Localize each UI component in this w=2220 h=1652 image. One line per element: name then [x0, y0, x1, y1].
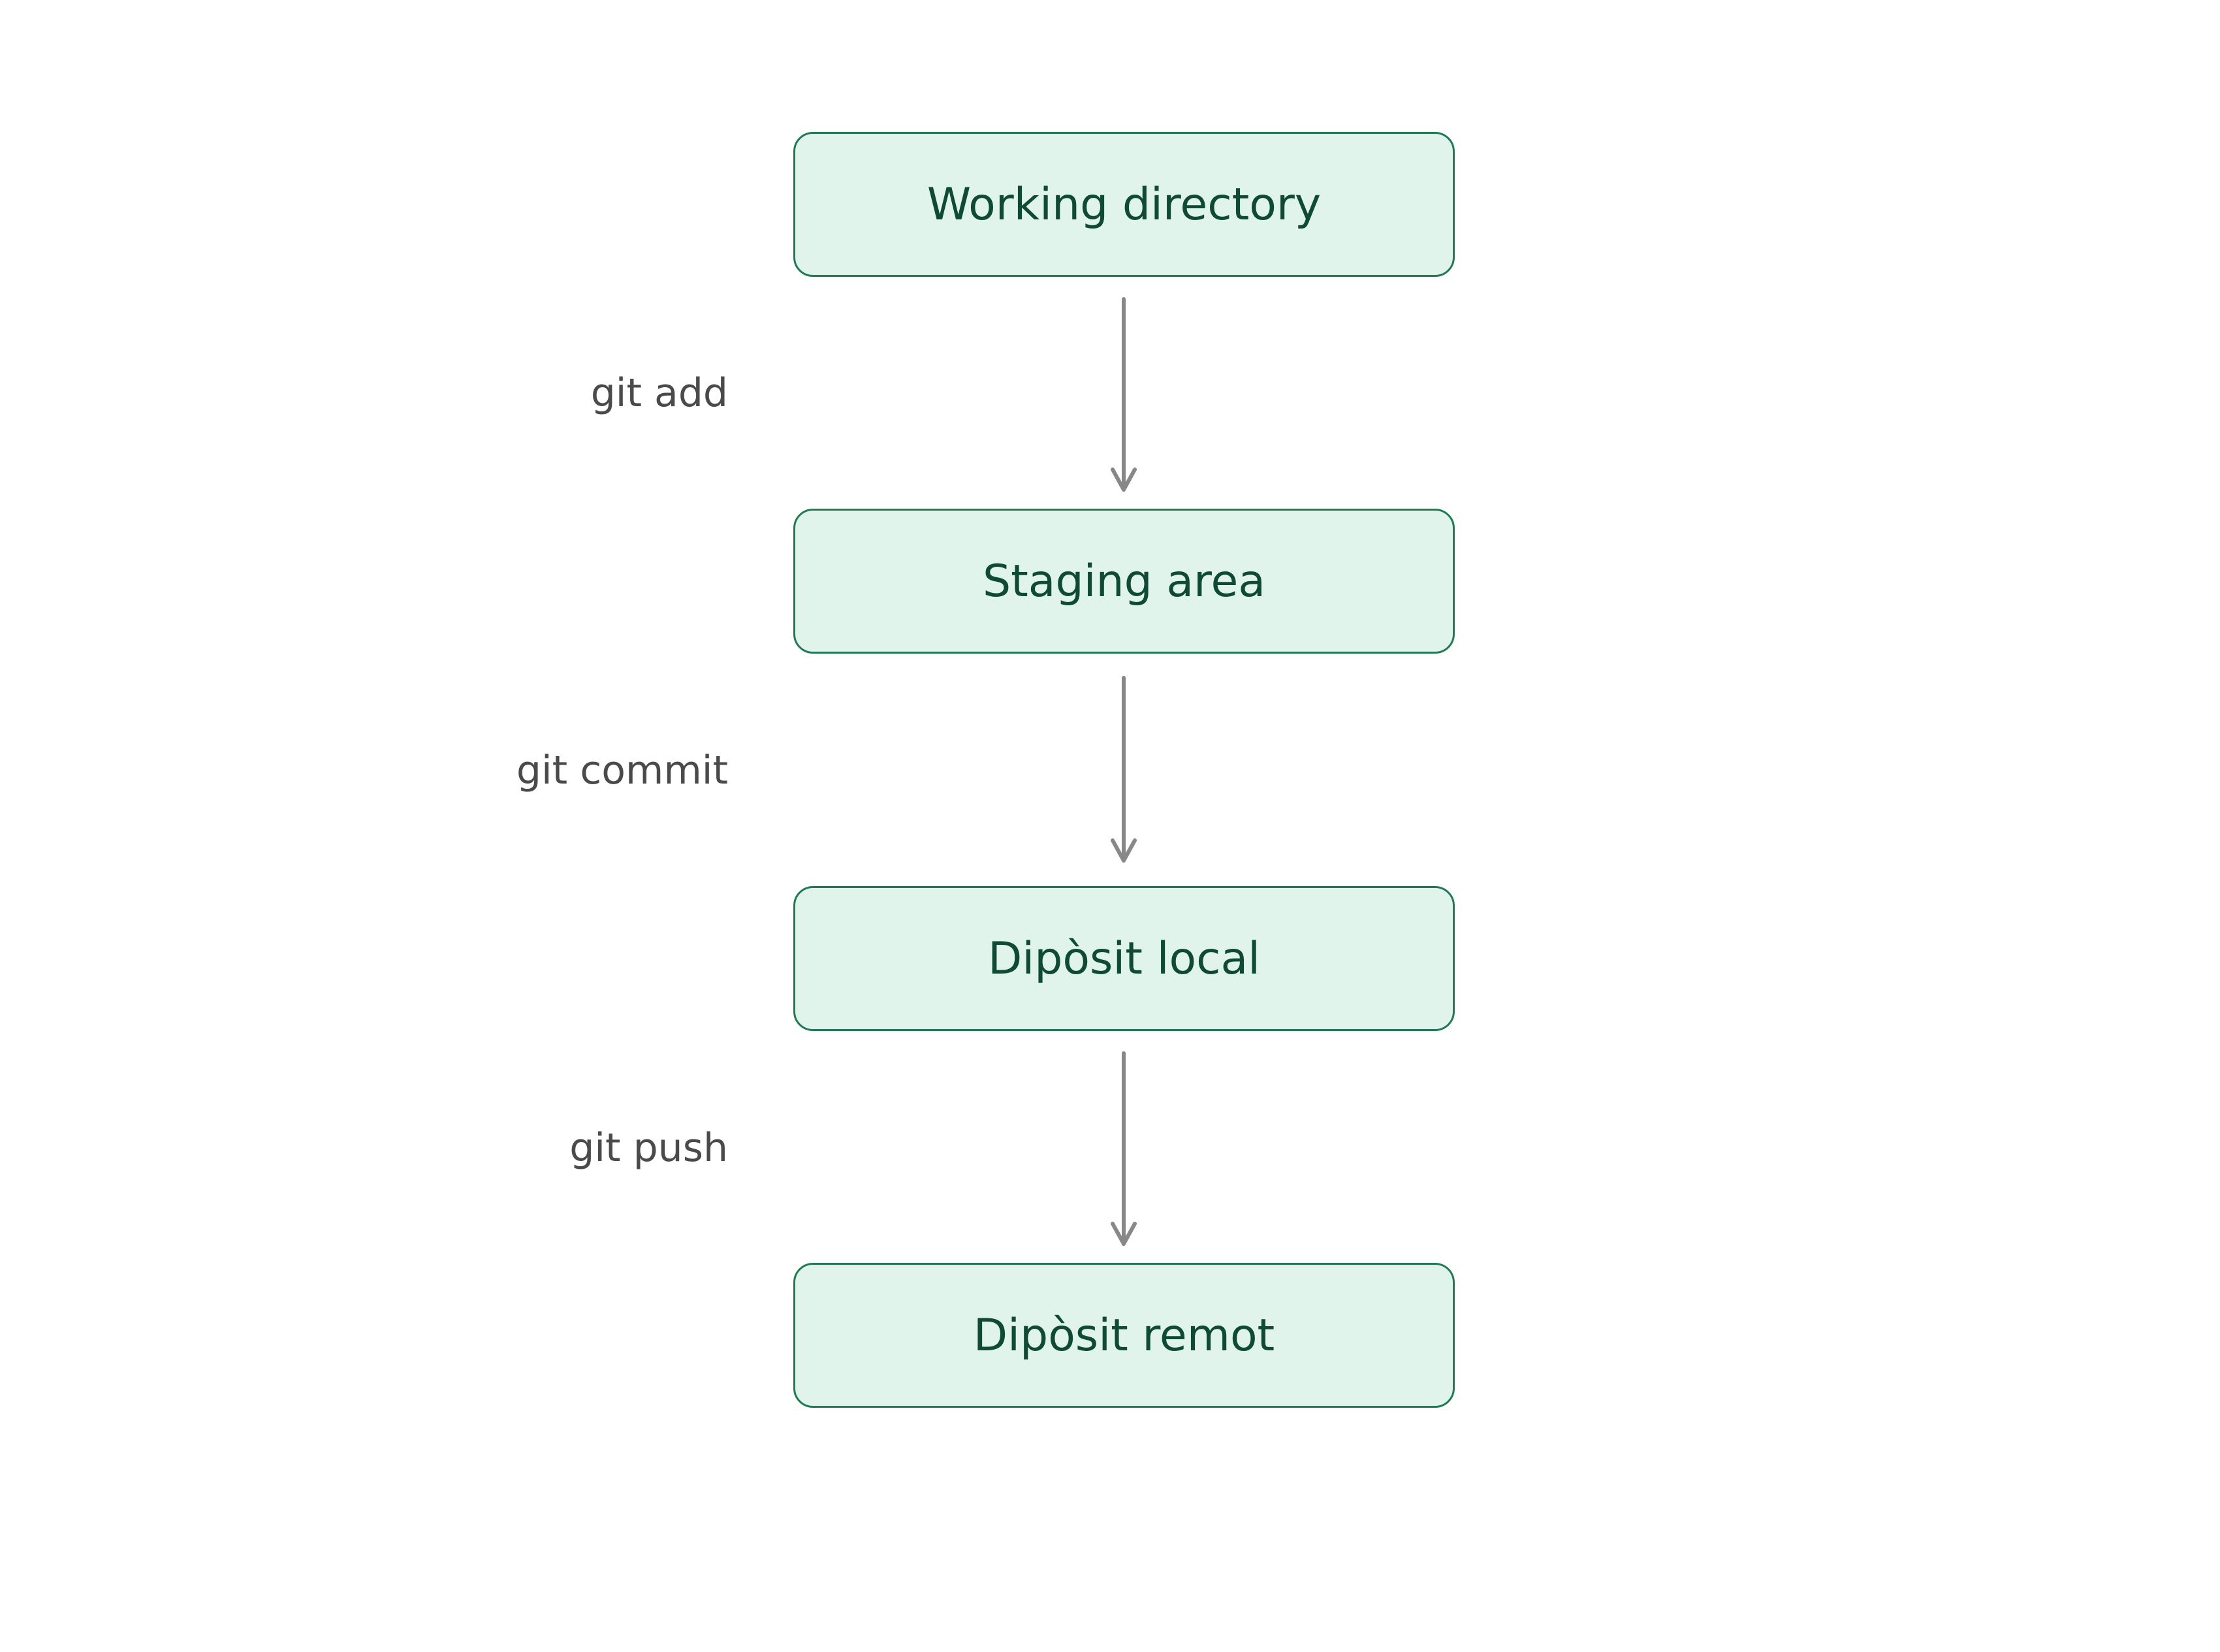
- node-working-directory: Working directory: [793, 132, 1455, 277]
- edge-label-git-add: git add: [590, 370, 728, 416]
- node-remote-repository: Dipòsit remot: [793, 1263, 1455, 1408]
- node-staging-area: Staging area: [793, 509, 1455, 654]
- edge-label-git-push: git push: [569, 1125, 728, 1171]
- node-label: Working directory: [927, 178, 1322, 230]
- node-label: Dipòsit remot: [973, 1309, 1275, 1361]
- arrow-git-push: [1111, 1051, 1137, 1246]
- edge-label-git-commit: git commit: [516, 748, 728, 793]
- arrow-git-commit: [1111, 676, 1137, 863]
- arrow-git-add: [1111, 297, 1137, 492]
- node-local-repository: Dipòsit local: [793, 886, 1455, 1031]
- node-label: Staging area: [982, 555, 1266, 607]
- node-label: Dipòsit local: [987, 932, 1261, 985]
